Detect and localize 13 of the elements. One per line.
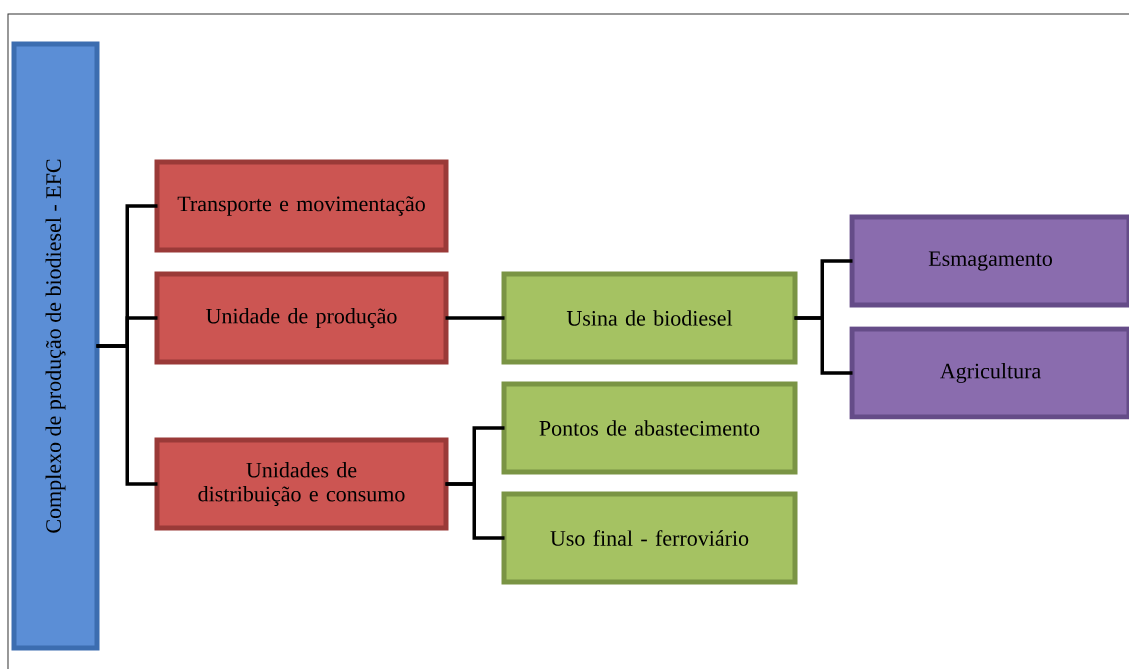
process-box: Usina de biodiesel bbox=[501, 271, 798, 365]
process-box: Uso final - ferroviário bbox=[501, 491, 798, 585]
connector-line bbox=[445, 316, 505, 320]
connector-line bbox=[445, 482, 505, 540]
process-box: Unidades de distribuição e consumo bbox=[154, 437, 449, 531]
connector-line bbox=[96, 344, 158, 486]
process-box: Transporte e movimentação bbox=[154, 159, 449, 253]
process-box: Esmagamento bbox=[849, 214, 1129, 308]
connector-line bbox=[794, 316, 853, 375]
process-box: Pontos de abastecimento bbox=[501, 381, 798, 475]
process-box: Complexo de produção de biodiesel - EFC bbox=[11, 41, 100, 651]
process-box: Agricultura bbox=[849, 326, 1129, 420]
process-box: Unidade de produção bbox=[154, 271, 449, 365]
